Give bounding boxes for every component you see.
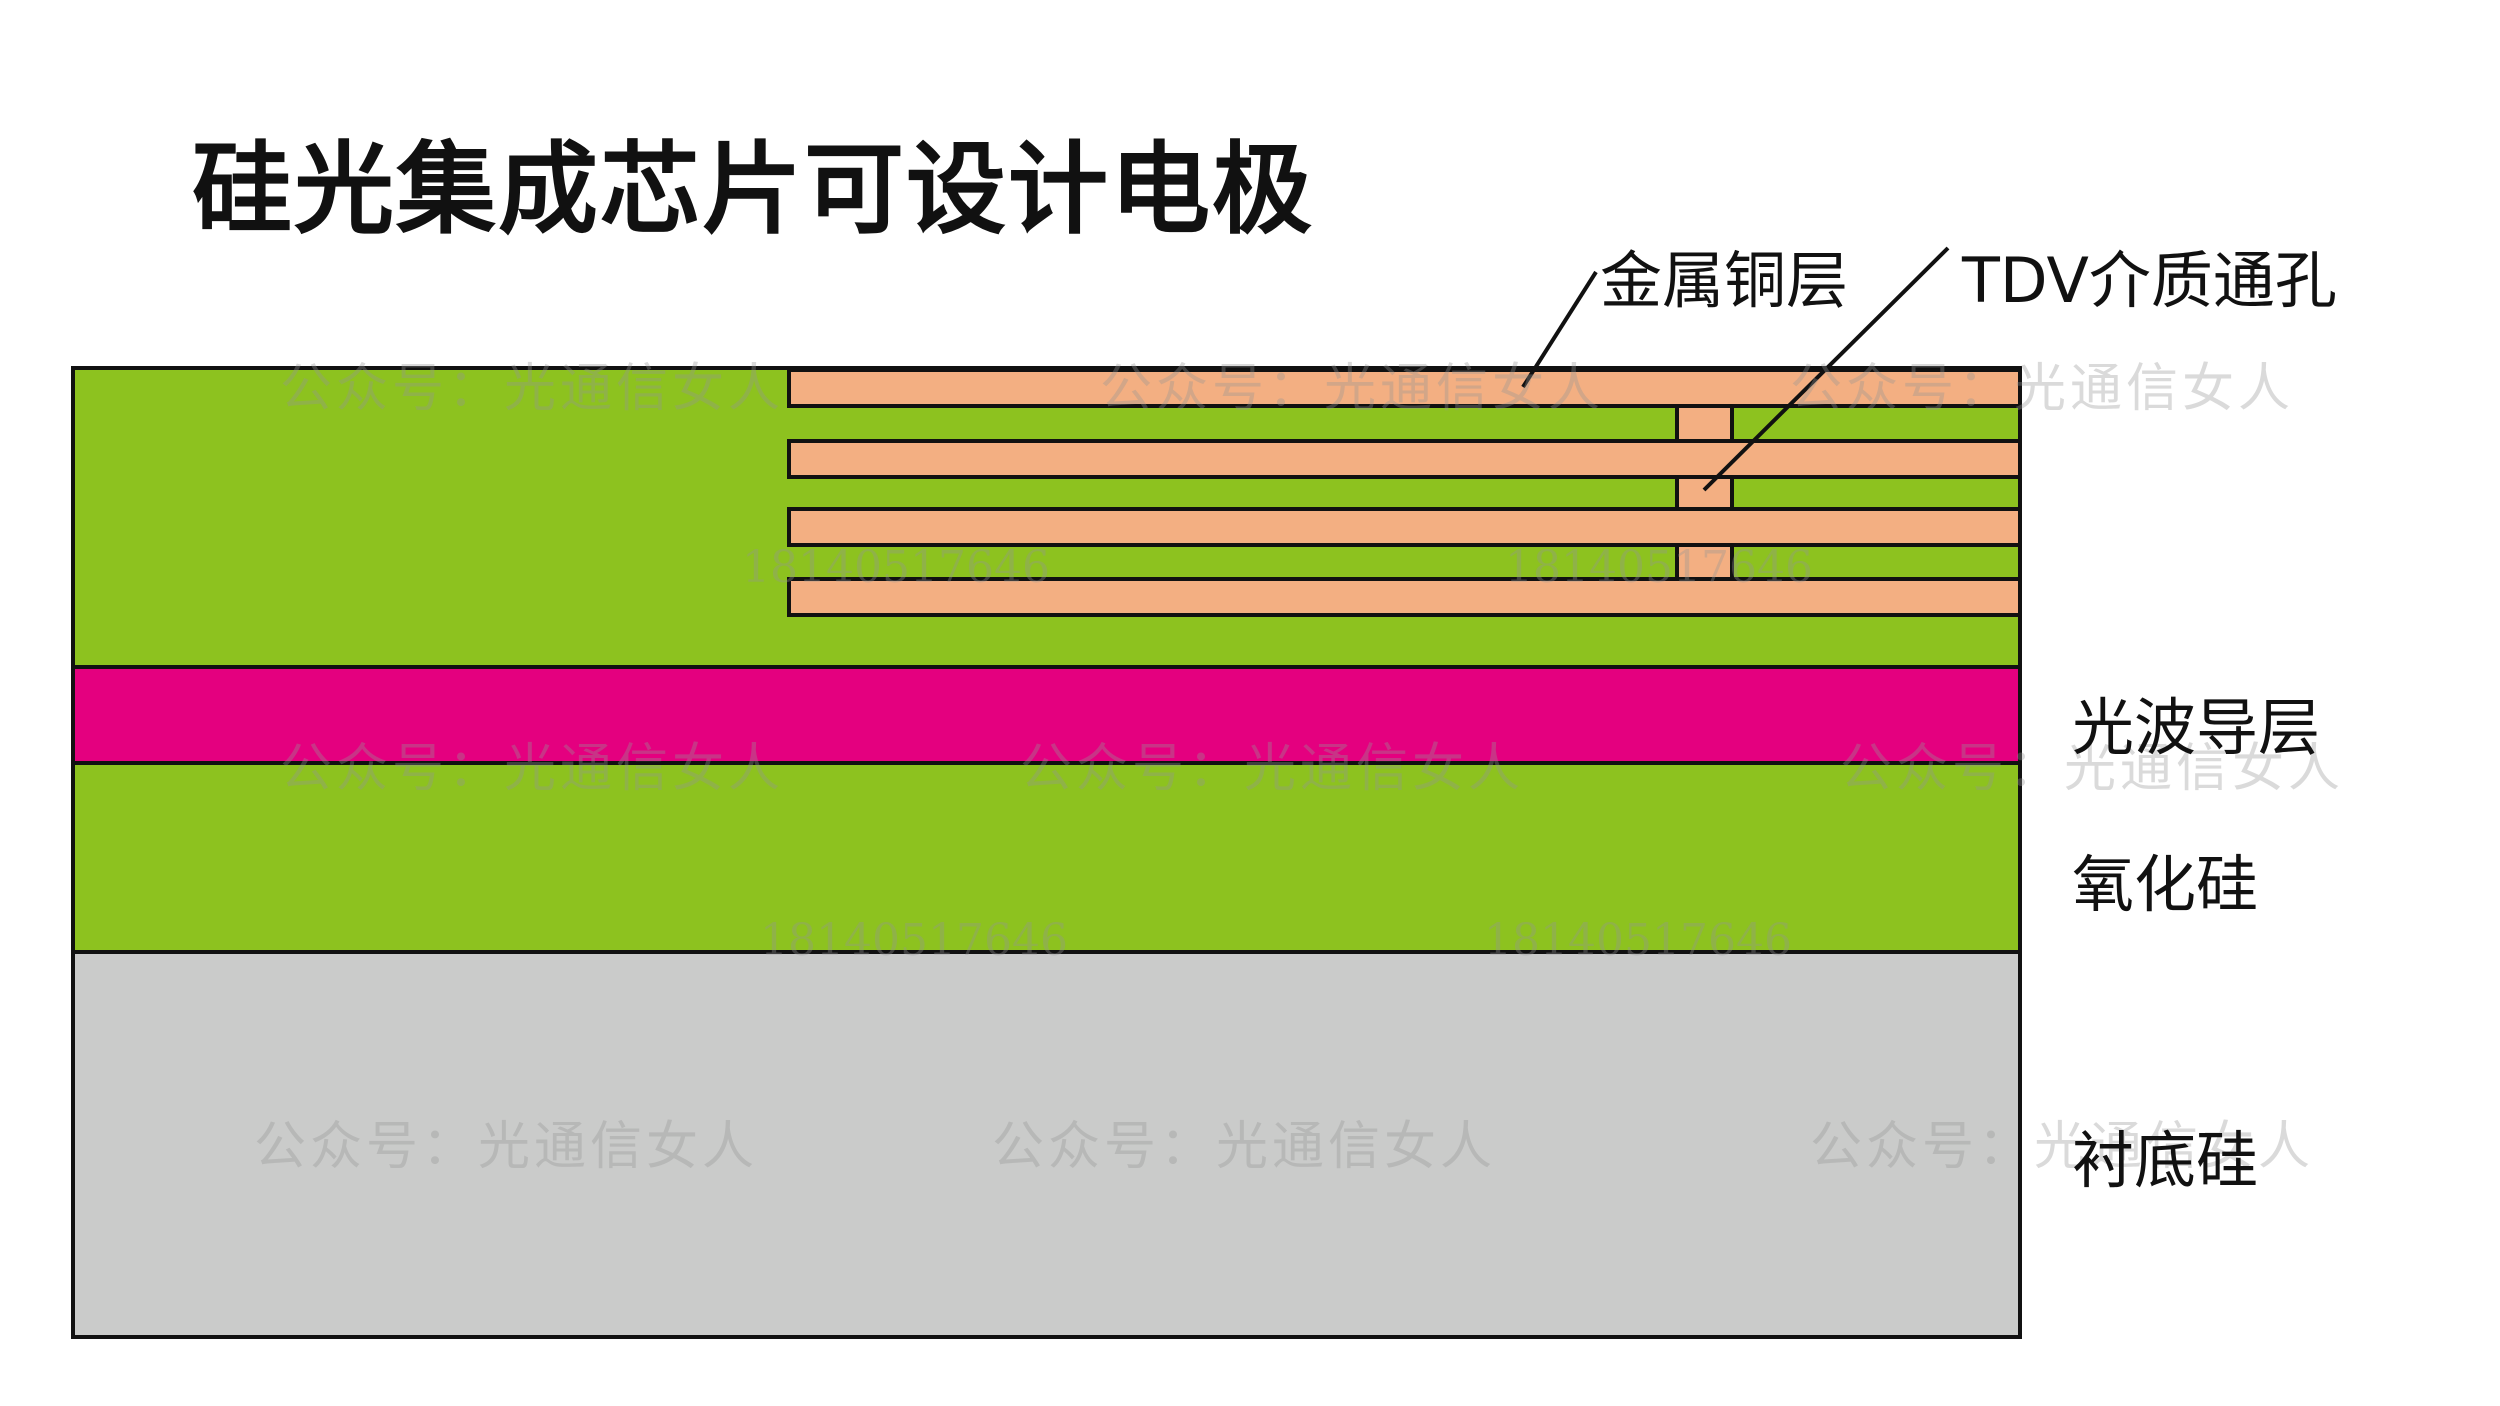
page-title: 硅光集成芯片可设计电极 bbox=[192, 131, 1314, 248]
metal-copper-leader-line bbox=[1521, 270, 1598, 389]
optical-waveguide-label: 光波导层 bbox=[2072, 691, 2321, 764]
copper-layer-3 bbox=[787, 507, 2022, 547]
tdv-via-label: TDV介质通孔 bbox=[1962, 244, 2337, 317]
copper-layer-1 bbox=[787, 368, 2022, 408]
optical-waveguide-layer bbox=[71, 665, 2022, 765]
copper-layer-2 bbox=[787, 439, 2022, 479]
substrate-silicon-label: 衬底硅 bbox=[2072, 1124, 2259, 1197]
substrate-silicon-layer bbox=[71, 950, 2022, 1339]
silicon-oxide-layer bbox=[71, 761, 2022, 954]
silicon-oxide-label: 氧化硅 bbox=[2072, 848, 2259, 921]
metal-copper-label: 金属铜层 bbox=[1600, 244, 1849, 317]
tdv-via-leader-line bbox=[1702, 246, 1950, 492]
copper-layer-4 bbox=[787, 577, 2022, 617]
